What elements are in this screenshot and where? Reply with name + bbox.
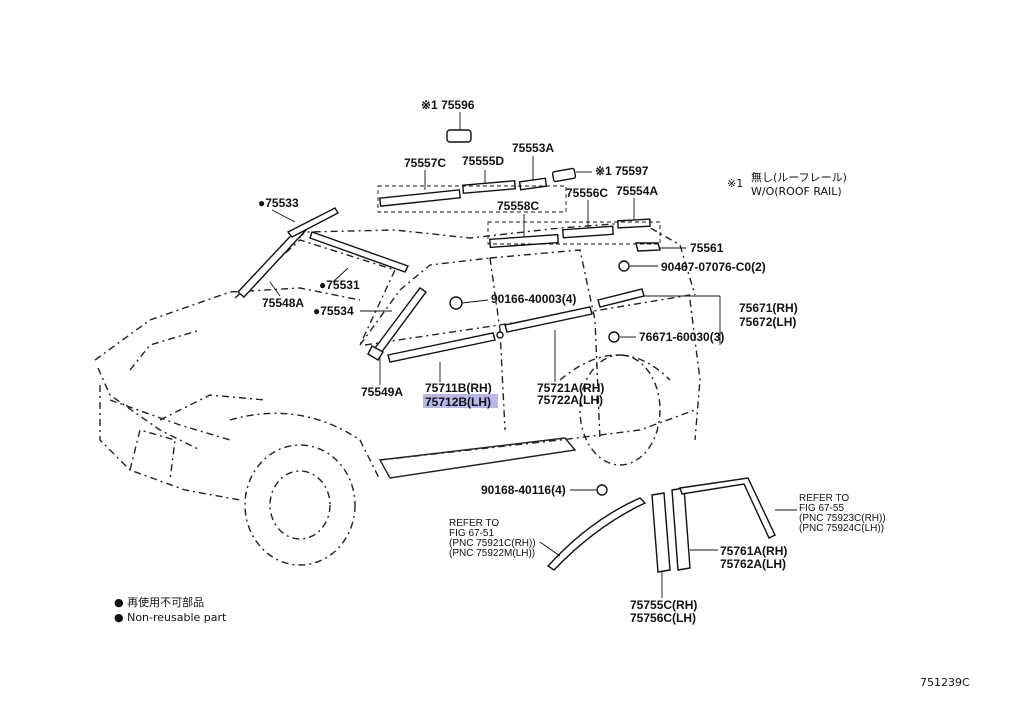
label-75711b[interactable]: 75711B(RH) [425, 381, 492, 395]
part-75554a[interactable] [617, 218, 651, 229]
roof-rail-note: ※1 無し(ルーフレール) W/O(ROOF RAIL) [727, 170, 847, 198]
part-75711b[interactable] [387, 332, 496, 363]
part-75531[interactable] [309, 231, 409, 273]
label-75557c[interactable]: 75557C [404, 156, 446, 170]
part-75721a[interactable] [504, 306, 593, 333]
legend-jp: ● 再使用不可部品 [114, 595, 204, 609]
label-75555d[interactable]: 75555D [462, 154, 504, 168]
note-jp: 無し(ルーフレール) [751, 170, 847, 184]
part-75923c-ref[interactable] [679, 477, 776, 539]
ref-right-line-2[interactable]: FIG 67-55 [799, 503, 844, 514]
label-75556c[interactable]: 75556C [566, 186, 608, 200]
label-75597[interactable]: ※1 75597 [595, 164, 649, 178]
label-75548a[interactable]: 75548A [262, 296, 304, 310]
label-75534[interactable]: ●75534 [313, 304, 354, 318]
clip-90166[interactable] [449, 296, 463, 310]
clip-90467[interactable] [618, 260, 630, 272]
ref-right-line-4: (PNC 75924C(LH)) [799, 523, 884, 534]
part-75921c-ref[interactable] [546, 497, 647, 571]
part-75556c[interactable] [562, 225, 614, 239]
ref-right-line-3: (PNC 75923C(RH)) [799, 513, 886, 524]
diagram-id: 751239C [920, 676, 970, 689]
part-75534[interactable] [371, 287, 427, 359]
label-75762a[interactable]: 75762A(LH) [720, 557, 786, 571]
legend-en: ● Non-reusable part [114, 611, 227, 624]
part-75597[interactable] [551, 167, 577, 183]
label-75712b[interactable]: 75712B(LH) [425, 395, 491, 409]
part-75596[interactable] [446, 129, 472, 143]
label-75549a[interactable]: 75549A [361, 385, 403, 399]
part-75549a[interactable] [367, 345, 384, 361]
label-75755c[interactable]: 75755C(RH) [630, 598, 697, 612]
label-75721a[interactable]: 75721A(RH) [537, 381, 604, 395]
ref-right-line-1[interactable]: REFER TO [799, 493, 849, 504]
label-75561[interactable]: 75561 [690, 241, 724, 255]
label-90168[interactable]: 90168-40116(4) [481, 483, 566, 497]
part-75755c[interactable] [651, 492, 671, 573]
note-mark: ※1 [727, 177, 743, 190]
parts [236, 129, 776, 573]
ref-left-line-2[interactable]: FIG 67-51 [449, 528, 494, 539]
label-76671[interactable]: 76671-60030(3) [639, 330, 724, 344]
reference-right: REFER TO FIG 67-55 (PNC 75923C(RH)) (PNC… [799, 493, 886, 534]
label-75558c[interactable]: 75558C [497, 199, 539, 213]
highlight-75712b [423, 394, 498, 408]
ref-left-line-3: (PNC 75921C(RH)) [449, 538, 536, 549]
part-75533[interactable] [286, 207, 339, 238]
label-75671[interactable]: 75671(RH) [739, 301, 798, 315]
part-75761a[interactable] [671, 487, 691, 571]
part-75548a[interactable] [236, 225, 308, 298]
label-75756c[interactable]: 75756C(LH) [630, 611, 696, 625]
label-75554a[interactable]: 75554A [616, 184, 658, 198]
label-90467[interactable]: 90467-07076-C0(2) [661, 260, 766, 274]
label-75531[interactable]: ●75531 [319, 278, 360, 292]
ref-left-line-1[interactable]: REFER TO [449, 518, 499, 529]
door-hole [496, 331, 504, 339]
part-75557c[interactable] [379, 189, 461, 207]
note-en: W/O(ROOF RAIL) [751, 185, 842, 198]
clip-76671[interactable] [608, 331, 620, 343]
callouts: ※1 75596 75557C 75555D 75553A ※1 75597 7… [258, 98, 798, 625]
label-75553a[interactable]: 75553A [512, 141, 554, 155]
label-75761a[interactable]: 75761A(RH) [720, 544, 787, 558]
label-75672[interactable]: 75672(LH) [739, 315, 796, 329]
part-75561[interactable] [635, 242, 661, 252]
reference-left: REFER TO FIG 67-51 (PNC 75921C(RH)) (PNC… [449, 518, 536, 559]
leader-lines [269, 112, 797, 598]
label-75596[interactable]: ※1 75596 [421, 98, 475, 112]
vehicle-outline [94, 221, 701, 566]
ref-left-line-4: (PNC 75922M(LH)) [449, 548, 535, 559]
label-75533[interactable]: ●75533 [258, 196, 299, 210]
label-75722a[interactable]: 75722A(LH) [537, 393, 603, 407]
clip-90168[interactable] [596, 484, 608, 496]
legend: ● 再使用不可部品 ● Non-reusable part [114, 595, 227, 624]
label-90166[interactable]: 90166-40003(4) [491, 292, 576, 306]
part-75555d[interactable] [461, 179, 517, 195]
part-75558c[interactable] [489, 233, 559, 249]
